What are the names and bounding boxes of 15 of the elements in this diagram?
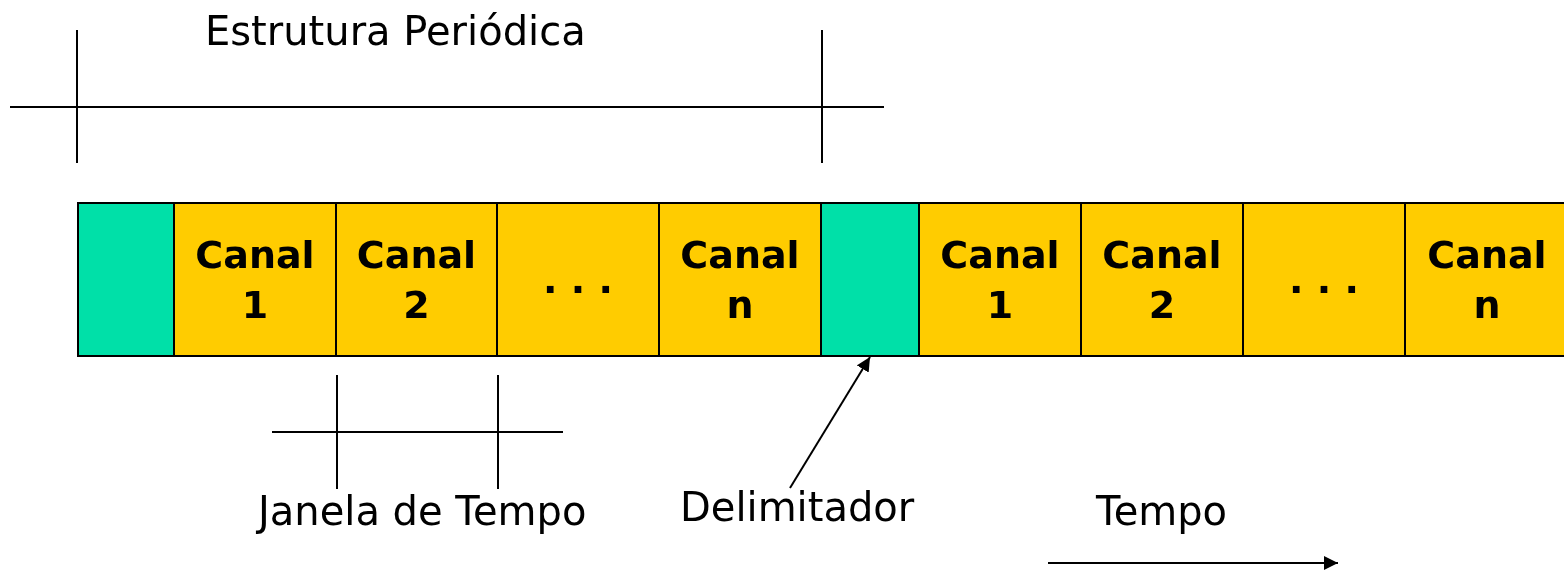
dimension-label: Estrutura Periódica xyxy=(205,8,586,54)
slot-label: Canal 2 xyxy=(1101,231,1223,329)
slot-label: Canal n xyxy=(679,231,801,329)
axis-label: Tempo xyxy=(1096,488,1228,534)
dimension-label: Janela de Tempo xyxy=(258,488,587,534)
delimiter-slot xyxy=(820,202,920,357)
callout-text: Delimitador xyxy=(680,484,915,530)
slot-label: . . . xyxy=(1289,256,1359,304)
delimiter-slot xyxy=(77,202,175,357)
slot-label: Canal 2 xyxy=(355,231,478,329)
slot-label: Canal 1 xyxy=(194,231,316,329)
slot-label: Canal 1 xyxy=(939,231,1061,329)
leader-arrow xyxy=(789,356,871,489)
slot-label: Canal n xyxy=(1426,231,1548,329)
slot-label: . . . xyxy=(543,256,613,304)
